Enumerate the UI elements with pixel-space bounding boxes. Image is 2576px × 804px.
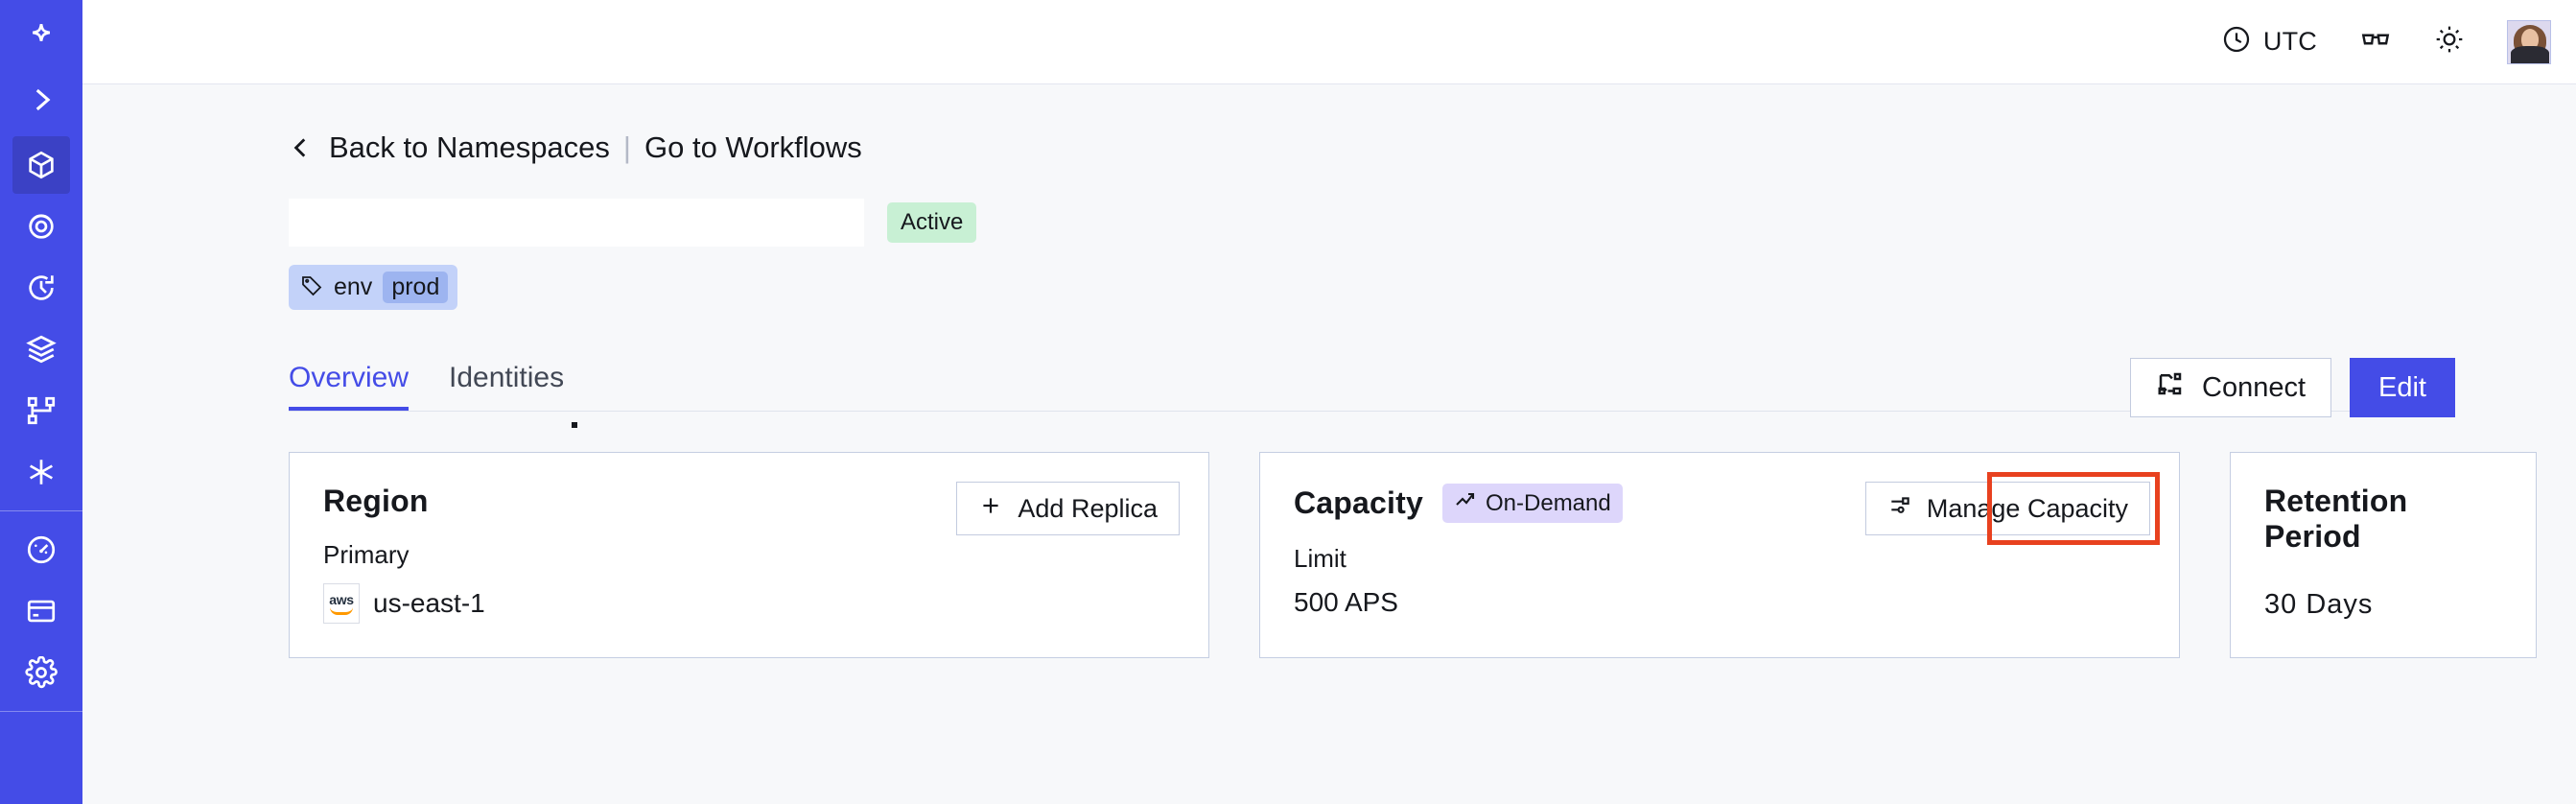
page-title <box>289 199 864 247</box>
namespace-tag[interactable]: env prod <box>289 265 458 310</box>
capacity-card: Capacity On-Demand Manage Capacity <box>1259 452 2180 658</box>
capacity-value: 500 APS <box>1294 587 1398 617</box>
sidebar-item-settings[interactable] <box>12 644 70 701</box>
connect-flow-icon <box>2156 369 2185 406</box>
aws-logo-text: aws <box>329 591 354 607</box>
retention-card: Retention Period 30 Days <box>2230 452 2537 658</box>
overview-cards: Region Add Replica Primary aws <box>289 452 2576 658</box>
expand-sidebar-button[interactable] <box>0 65 82 134</box>
connect-button-label: Connect <box>2202 371 2307 403</box>
breadcrumb: Back to Namespaces | Go to Workflows <box>289 130 2576 165</box>
credit-card-icon <box>25 595 58 627</box>
capacity-card-title: Capacity <box>1294 485 1423 520</box>
theme-toggle-button[interactable] <box>2434 24 2465 59</box>
accessibility-button[interactable] <box>2359 23 2392 60</box>
retention-card-title: Retention Period <box>2264 484 2408 554</box>
avatar-face <box>2521 28 2539 50</box>
clock-icon <box>2221 24 2252 59</box>
aws-swoosh <box>330 607 353 615</box>
sidebar-item-observability[interactable] <box>12 198 70 255</box>
region-value: us-east-1 <box>373 588 485 618</box>
tag-value: prod <box>383 272 449 303</box>
capacity-sublabel: Limit <box>1294 544 1347 573</box>
tag-key: env <box>334 273 373 300</box>
sidebar-divider-2 <box>0 711 82 712</box>
tab-bar: Overview Identities <box>289 354 2455 412</box>
tab-identities[interactable]: Identities <box>449 362 565 393</box>
sidebar-item-usage[interactable] <box>12 521 70 579</box>
sidebar <box>0 0 82 804</box>
sidebar-item-namespaces[interactable] <box>12 136 70 194</box>
tab-overview[interactable]: Overview <box>289 362 410 411</box>
sun-icon <box>2434 24 2465 59</box>
sidebar-item-workflows[interactable] <box>12 382 70 439</box>
namespace-title-row: Active <box>289 198 2576 248</box>
connect-button[interactable]: Connect <box>2130 358 2332 417</box>
cube-icon <box>25 149 58 181</box>
trending-up-icon <box>1454 488 1477 518</box>
header-actions: Connect Edit <box>2130 358 2455 417</box>
breadcrumb-separator: | <box>622 130 631 164</box>
sidebar-item-schedules[interactable] <box>12 259 70 317</box>
tag-row: env prod <box>289 265 2576 310</box>
sidebar-item-billing[interactable] <box>12 582 70 640</box>
title-redaction-marker <box>572 422 577 428</box>
manage-capacity-label: Manage Capacity <box>1926 493 2128 523</box>
region-card-title: Region <box>323 484 429 518</box>
main-area: UTC <box>82 0 2576 804</box>
timezone-selector[interactable]: UTC <box>2221 24 2317 59</box>
manage-capacity-button[interactable]: Manage Capacity <box>1864 482 2150 535</box>
avatar-body <box>2511 45 2549 63</box>
add-replica-label: Add Replica <box>1018 493 1158 523</box>
avatar[interactable] <box>2507 19 2551 64</box>
capacity-card-header: Capacity On-Demand <box>1294 484 2150 523</box>
topbar: UTC <box>82 0 2576 84</box>
sidebar-item-nexus[interactable] <box>12 443 70 501</box>
tag-icon <box>300 273 323 301</box>
add-replica-button[interactable]: Add Replica <box>956 482 1180 535</box>
sidebar-divider-1 <box>0 510 82 511</box>
gauge-icon <box>25 533 58 566</box>
sidebar-item-stack[interactable] <box>12 320 70 378</box>
chevron-left-icon[interactable] <box>289 131 314 164</box>
gear-icon <box>25 655 58 689</box>
plus-icon <box>978 493 1003 525</box>
capacity-mode-label: On-Demand <box>1486 489 1611 516</box>
aws-logo-icon: aws <box>323 583 360 624</box>
region-value-row: aws us-east-1 <box>323 583 1180 624</box>
go-to-workflows-link[interactable]: Go to Workflows <box>644 130 862 164</box>
git-branch-icon <box>25 394 58 427</box>
region-card-header: Region <box>323 484 1180 519</box>
eye-spiral-icon <box>25 210 58 243</box>
sidebar-primary-group <box>0 134 82 503</box>
temporal-logo-icon[interactable] <box>0 0 82 65</box>
status-badge: Active <box>887 202 977 243</box>
chevron-right-icon <box>25 83 58 116</box>
region-card: Region Add Replica Primary aws <box>289 452 1209 658</box>
timezone-label: UTC <box>2262 27 2317 56</box>
page-content: Back to Namespaces | Go to Workflows Act… <box>82 84 2576 804</box>
region-sublabel: Primary <box>323 540 410 569</box>
retention-value: 30 Days <box>2264 589 2374 620</box>
glasses-icon <box>2359 23 2392 60</box>
back-to-namespaces-link[interactable]: Back to Namespaces <box>329 130 610 164</box>
edit-button[interactable]: Edit <box>2350 358 2455 417</box>
clock-rotate-icon <box>25 272 58 304</box>
layers-icon <box>25 333 58 366</box>
capacity-mode-badge: On-Demand <box>1442 484 1623 523</box>
sidebar-secondary-group <box>0 519 82 703</box>
sliders-icon <box>1887 493 1912 525</box>
retention-card-header: Retention Period <box>2264 484 2507 555</box>
asterisk-icon <box>25 456 58 488</box>
logo-glyph <box>25 16 58 49</box>
